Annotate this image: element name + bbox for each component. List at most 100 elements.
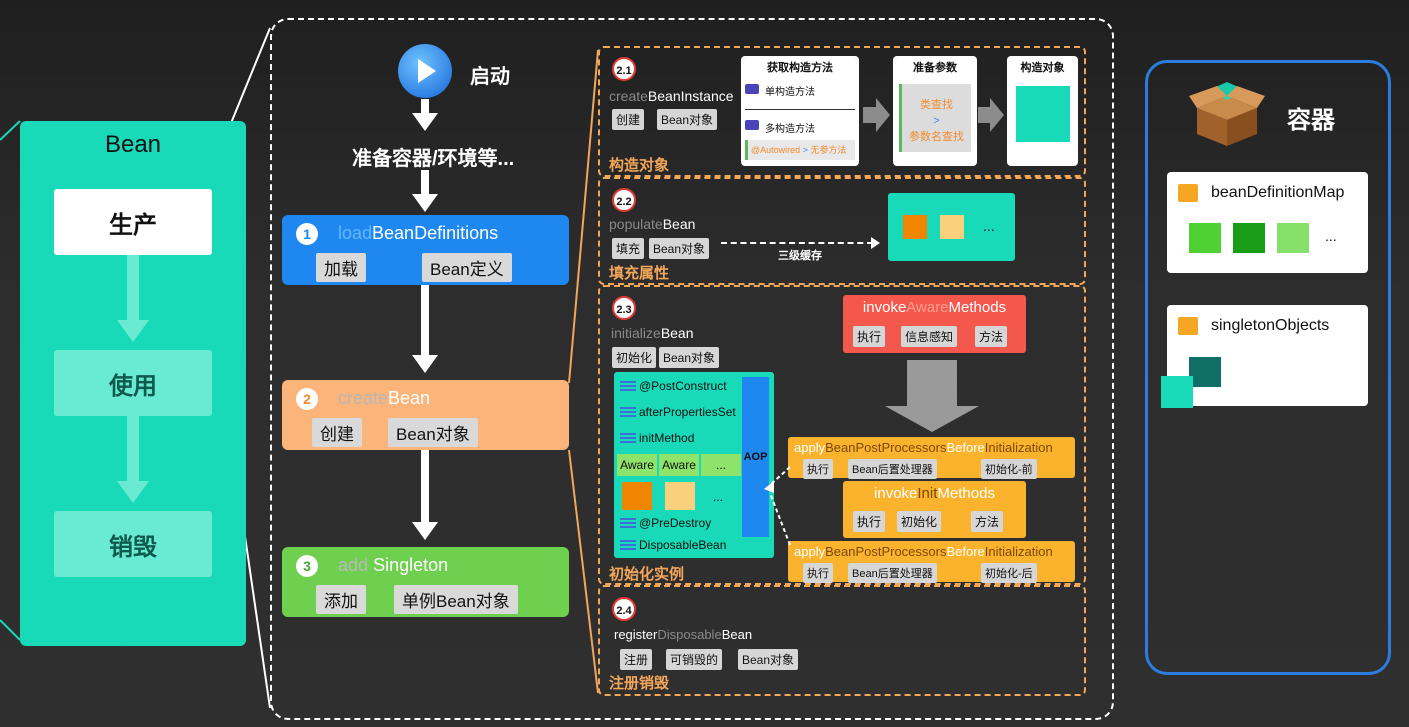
invoke-init-methods: invokeInitMethods 执行 初始化 方法 xyxy=(843,481,1026,538)
section-2-2 xyxy=(598,177,1086,285)
tag-bean-object: Bean对象 xyxy=(657,109,718,130)
ellipsis: ... xyxy=(983,218,995,234)
tag-bean-object: Bean对象 xyxy=(659,347,720,368)
tag-create: 创建 xyxy=(312,418,362,447)
section-number: 2.1 xyxy=(612,57,636,81)
folder-icon xyxy=(1178,317,1198,335)
singleton-objects-map: singletonObjects xyxy=(1167,305,1368,406)
multi-constructor: 多构造方法 xyxy=(765,124,815,135)
tag-execute: 执行 xyxy=(853,511,886,532)
step-number: 2 xyxy=(296,388,318,410)
tag-execute: 执行 xyxy=(803,563,833,583)
property-block xyxy=(940,215,964,239)
aware-block: ... xyxy=(701,454,741,476)
card-title: 构造对象 xyxy=(1020,62,1065,74)
invoke-aware-methods: invokeAwareMethods 执行 信息感知 方法 xyxy=(843,295,1026,353)
section-title: 注册销毁 xyxy=(609,675,670,692)
step-function: loadBeanDefinitions xyxy=(338,223,499,243)
main-flow-frame xyxy=(270,18,1114,720)
cache-label: 三级缓存 xyxy=(778,250,822,262)
tag-init: 初始化 xyxy=(612,347,657,368)
tag-fill: 填充 xyxy=(612,238,645,259)
cache-arrow-head xyxy=(871,237,880,249)
aop-proxy: AOP xyxy=(742,377,769,537)
property-block xyxy=(622,482,652,510)
after-properties-set-item: afterPropertiesSet xyxy=(620,405,736,419)
section-2-1 xyxy=(598,46,1086,177)
step-create-bean: 2 createBean 创建 Bean对象 xyxy=(282,380,569,450)
section-2-4 xyxy=(598,585,1086,696)
tag-execute: 执行 xyxy=(853,326,886,347)
gray-arrow-shaft xyxy=(978,107,991,123)
tag-aware: 信息感知 xyxy=(901,326,958,347)
tag-method: 方法 xyxy=(975,326,1008,347)
method-name: applyBeanPostProcessorsBeforeInitializat… xyxy=(794,544,1053,559)
tag-bean-object: Bean对象 xyxy=(388,418,478,447)
stage-arrow-shaft xyxy=(127,255,139,320)
tag-load: 加载 xyxy=(316,253,366,282)
stage-arrow-head xyxy=(117,481,149,503)
tag-execute: 执行 xyxy=(803,459,833,479)
new-singleton-block xyxy=(1161,376,1193,408)
method-name: applyBeanPostProcessorsBeforeInitializat… xyxy=(794,440,1053,455)
aop-arrows xyxy=(764,466,791,546)
tag-init: 初始化 xyxy=(897,511,942,532)
bean-instance-block xyxy=(1016,86,1070,142)
apply-bpp-after: applyBeanPostProcessorsBeforeInitializat… xyxy=(788,541,1075,583)
tag-before-init: 初始化-前 xyxy=(981,459,1037,479)
container-panel xyxy=(1145,60,1391,675)
step-number: 3 xyxy=(296,555,318,577)
section-2-3 xyxy=(598,285,1086,585)
section-number: 2.3 xyxy=(612,296,636,320)
tag-create: 创建 xyxy=(612,109,645,130)
autowired-rule: @Autowired > 无参方法 xyxy=(745,140,855,160)
flow-arrow xyxy=(421,170,429,194)
flow-arrow-head xyxy=(412,194,438,212)
step-function: createBean xyxy=(338,388,431,408)
section-function: initializeBean xyxy=(611,325,694,341)
property-block xyxy=(903,215,927,239)
section-title: 填充属性 xyxy=(609,265,670,282)
property-block xyxy=(665,482,695,510)
section-title: 初始化实例 xyxy=(609,566,685,583)
card-title: 准备参数 xyxy=(913,62,957,74)
tag-singleton-bean: 单例Bean对象 xyxy=(394,585,518,614)
flow-arrow xyxy=(421,450,429,522)
tag-bean-definition: Bean定义 xyxy=(422,253,512,282)
box-icon xyxy=(1189,82,1265,146)
aware-block: Aware xyxy=(659,454,699,476)
step-load-bean-definitions: 1 loadBeanDefinitions 加载 Bean定义 xyxy=(282,215,569,285)
step-function: add Singleton xyxy=(338,555,449,575)
cache-arrow-line xyxy=(721,242,873,244)
populated-bean: ... xyxy=(888,193,1015,261)
map-label: singletonObjects xyxy=(1211,317,1330,334)
section-title: 构造对象 xyxy=(609,157,670,174)
start-label: 启动 xyxy=(470,66,510,88)
definition-block xyxy=(1189,223,1221,253)
stage-arrow-head xyxy=(117,320,149,342)
divider xyxy=(745,109,855,110)
single-constructor: 单构造方法 xyxy=(765,87,815,98)
ellipsis: ... xyxy=(1325,228,1337,244)
definition-block xyxy=(1277,223,1309,253)
gray-down-arrow-shaft xyxy=(907,360,957,406)
section-function: registerDisposableBean xyxy=(614,627,753,642)
tag-add: 添加 xyxy=(316,585,366,614)
pre-destroy-item: @PreDestroy xyxy=(620,516,711,530)
list-icon xyxy=(620,433,636,443)
tag-after-init: 初始化-后 xyxy=(981,563,1037,583)
singleton-block xyxy=(1189,357,1221,387)
tag-register: 注册 xyxy=(620,649,653,670)
prepare-label: 准备容器/环境等... xyxy=(352,148,515,170)
constructor-icon xyxy=(745,84,759,94)
ellipsis: ... xyxy=(713,490,724,504)
step-number: 1 xyxy=(296,223,318,245)
param-lookup-order: 类查找 > 参数名查找 xyxy=(899,84,971,152)
apply-bpp-before: applyBeanPostProcessorsBeforeInitializat… xyxy=(788,437,1075,479)
gray-arrow-shaft xyxy=(863,107,877,123)
flow-arrow-head xyxy=(412,522,438,540)
tag-method: 方法 xyxy=(971,511,1004,532)
bean-definition-map: beanDefinitionMap ... xyxy=(1167,172,1368,273)
stage-arrow-shaft xyxy=(127,416,139,481)
flow-arrow-head xyxy=(412,113,438,131)
